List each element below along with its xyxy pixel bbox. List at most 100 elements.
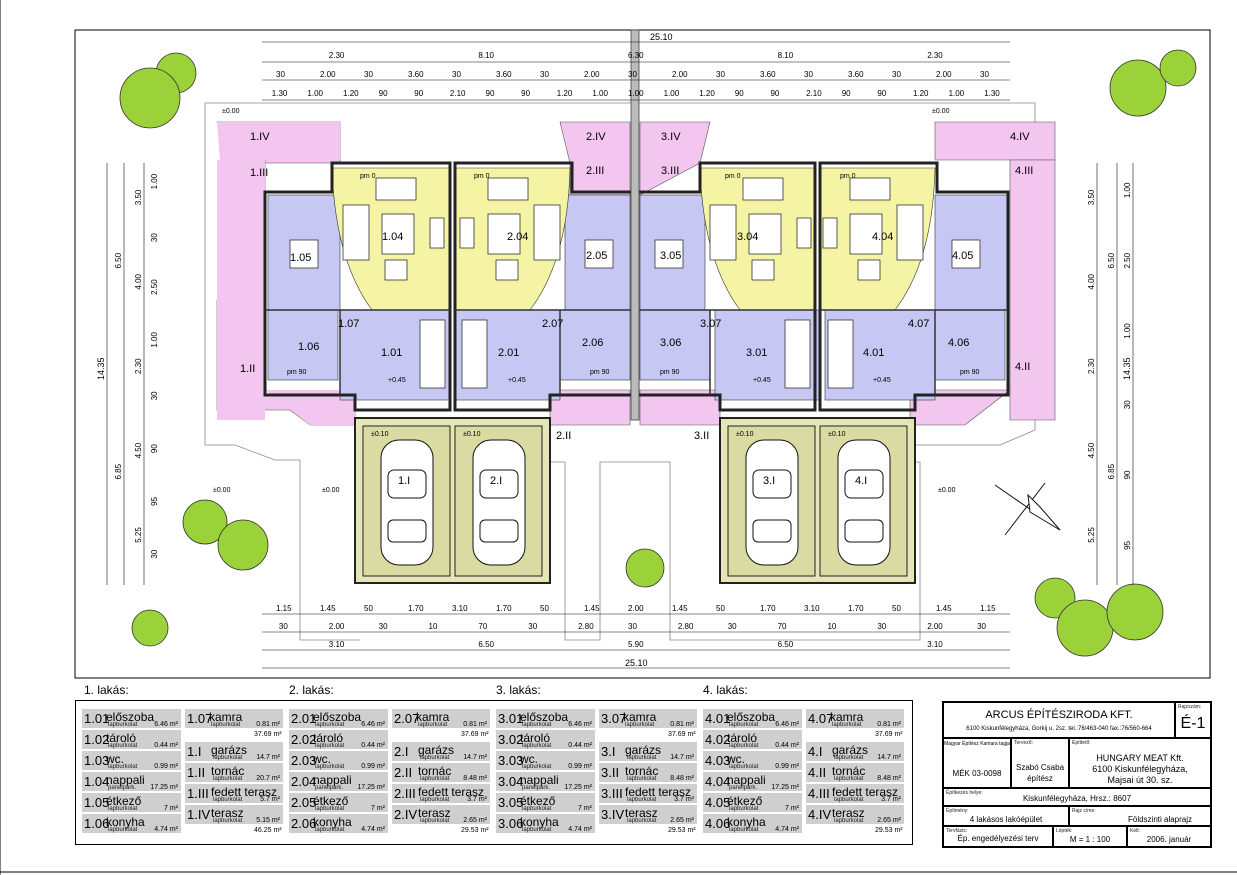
room-area: 2.65 m² — [670, 817, 694, 824]
dimension-value: 2.10 — [450, 89, 466, 98]
dimension-value: 3.60 — [496, 70, 512, 79]
tb-drawing-value: Földszinti alaprajz — [1127, 815, 1193, 824]
zone-4-kitchen — [934, 309, 1006, 381]
room-code: 4.III — [808, 786, 830, 801]
balcony-label: 3.II — [694, 430, 709, 442]
floor-finish: lapburkolat — [522, 722, 552, 728]
balcony-label: 2.III — [586, 165, 604, 177]
dimension-value: 30 — [528, 622, 537, 631]
floor-finish: panelpark. — [108, 785, 137, 791]
subtotal: 29.53 m² — [875, 827, 903, 834]
subtotal: 29.53 m² — [461, 827, 489, 834]
dimension-value: 50 — [540, 604, 549, 613]
tb-designer-name: Szabó Csaba — [1015, 763, 1065, 772]
floor-finish: lapburkolat — [315, 764, 345, 770]
room-name: nappali — [106, 773, 145, 787]
tb-client-name: HUNGARY MEAT Kft. — [1096, 753, 1184, 763]
room-area: 6.46 m² — [154, 721, 178, 728]
dimension-value: 2.50 — [1123, 252, 1132, 268]
floor-finish: lapburkolat — [625, 722, 655, 728]
room-area: 17.25 m² — [564, 784, 592, 791]
room-number: 4.05 — [952, 250, 973, 262]
sheet-border — [74, 29, 1211, 679]
dimension-value: 90 — [735, 89, 744, 98]
dimension-value: 10 — [429, 622, 438, 631]
room-area: 4.74 m² — [775, 826, 799, 833]
room-number: 1.06 — [298, 341, 319, 353]
floor-finish: lapburkolat — [420, 776, 450, 782]
dimension-value: 30 — [728, 622, 737, 631]
floor-finish: lapburkolat — [108, 827, 138, 833]
room-number: 4.07 — [908, 318, 929, 330]
dimension-value: 1.45 — [584, 604, 600, 613]
dimension-value: 1.00 — [307, 89, 323, 98]
room-code: 4.05 — [705, 795, 731, 810]
room-number: 3.05 — [660, 250, 681, 262]
tree — [119, 67, 181, 129]
room-name: tornác — [211, 764, 245, 778]
level-mark: ±0.10 — [371, 431, 389, 438]
room-code: 2.06 — [291, 816, 317, 831]
dimension-value: 30 — [540, 70, 549, 79]
dimension-value: 30 — [276, 70, 285, 79]
floor-finish: lapburkolat — [211, 722, 241, 728]
dimension-value: 1.00 — [949, 89, 965, 98]
dimension-value: 2.00 — [672, 70, 688, 79]
room-name: tároló — [313, 731, 344, 745]
floor-finish: lapburkolat — [420, 755, 450, 761]
dimension-value: 6.50 — [778, 640, 794, 649]
room-code: 3.III — [601, 786, 623, 801]
room-name: garázs — [832, 743, 869, 757]
pm-mark: pm 90 — [960, 369, 980, 376]
dimension-value: 8.10 — [778, 51, 794, 60]
room-number: 1.05 — [290, 252, 311, 264]
floor-finish: lapburkolat — [729, 827, 759, 833]
level-mark: +0.45 — [753, 377, 771, 384]
level-mark: ±0.00 — [322, 487, 340, 494]
walls-4 — [818, 161, 1010, 412]
terrace-4b — [1009, 159, 1056, 421]
subtotal: 29.53 m² — [668, 827, 696, 834]
room-code: 4.03 — [705, 753, 731, 768]
garage-label: 3.I — [763, 475, 775, 487]
dimension-value: 90 — [877, 89, 886, 98]
room-code: 2.I — [394, 744, 409, 759]
dimension-value: 30 — [804, 70, 813, 79]
subtotal: 37.69 m² — [668, 731, 696, 738]
room-number: 1.07 — [338, 318, 359, 330]
room-name: fedett terasz — [211, 785, 278, 799]
tb-date-value: 2006. január — [1146, 835, 1192, 844]
floor-finish: lapburkolat — [834, 755, 864, 761]
dimension-value: 30 — [150, 391, 159, 400]
tb-scale-box: Lépték: M = 1 : 100 — [1053, 826, 1127, 847]
dimension-value: 30 — [364, 70, 373, 79]
level-mark: ±0.00 — [222, 108, 240, 115]
room-code: 4.IV — [808, 807, 832, 822]
tb-phase-box: Tervfázis: Ép. engedélyezési terv — [943, 826, 1053, 847]
dimension-value: 1.20 — [699, 89, 715, 98]
room-name: előszoba — [520, 710, 569, 724]
room-area: 0.44 m² — [154, 742, 178, 749]
tb-drawing-label: Rajz címe: — [1072, 808, 1096, 814]
dimension-value: 70 — [478, 622, 487, 631]
room-name: előszoba — [106, 710, 155, 724]
car-2 — [472, 439, 526, 566]
room-area: 0.81 m² — [670, 721, 694, 728]
room-name: kamra — [209, 710, 243, 724]
dimension-value: 1.15 — [980, 604, 996, 613]
room-name: tornác — [418, 764, 452, 778]
tree — [1109, 59, 1167, 117]
room-name: wc. — [313, 752, 331, 766]
